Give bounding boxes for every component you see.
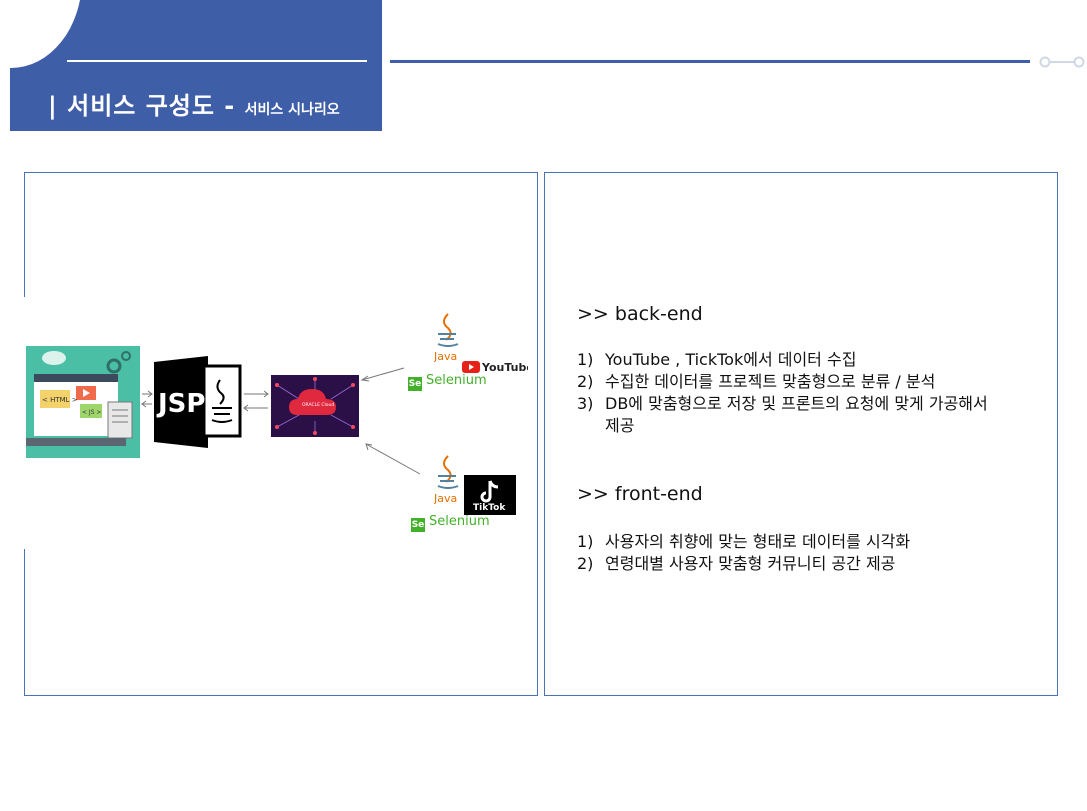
list-item: 2)수집한 데이터를 프로젝트 맞춤형으로 분류 / 분석 — [577, 372, 936, 391]
backend-list: 1)YouTube , TickTok에서 데이터 수집 2)수집한 데이터를 … — [577, 349, 1047, 437]
page-subtitle: 서비스 시나리오 — [244, 102, 340, 118]
list-item: 2)연령대별 사용자 맞춤형 커뮤니티 공간 제공 — [577, 554, 896, 573]
svg-text:< JS >: < JS > — [82, 409, 101, 416]
page-title: | 서비스 구성도 - 서비스 시나리오 — [48, 86, 340, 121]
web-frontend-illustration: < HTML > < JS > — [26, 346, 140, 458]
selenium-logo-bottom: Se Selenium — [411, 514, 491, 532]
frontend-heading: >> front-end — [577, 483, 703, 505]
svg-text:Java: Java — [434, 492, 457, 505]
top-divider-line — [390, 60, 1030, 63]
list-item: 1)사용자의 취향에 맞는 형태로 데이터를 시각화 — [577, 532, 911, 551]
tiktok-logo: TikTok — [464, 475, 516, 515]
selenium-logo-top: Se Selenium — [408, 373, 488, 391]
oracle-cloud-db: ORACLE Cloud — [271, 375, 359, 437]
selenium-label: Selenium — [426, 373, 487, 388]
java-icon: Java — [434, 455, 459, 505]
frontend-list: 1)사용자의 취향에 맞는 형태로 데이터를 시각화 2)연령대별 사용자 맞춤… — [577, 531, 1047, 575]
list-item: 3)DB에 맞춤형으로 저장 및 프론트의 요청에 맞게 가공해서 제공 — [577, 394, 988, 435]
youtube-icon: YouTube — [462, 361, 534, 374]
selenium-label: Selenium — [429, 514, 490, 529]
connector-icon — [1039, 56, 1085, 68]
jsp-icon: JSP — [154, 356, 242, 448]
laptop-icon: < HTML > < JS > — [26, 351, 133, 446]
selenium-icon: Se — [411, 518, 425, 532]
page-title-main: | 서비스 구성도 - — [48, 92, 236, 120]
svg-text:Java: Java — [434, 350, 457, 363]
cloud-icon: ORACLE Cloud — [275, 377, 355, 435]
header-banner: | 서비스 구성도 - 서비스 시나리오 — [10, 0, 382, 131]
selenium-icon: Se — [408, 377, 422, 391]
youtube-logo: YouTube — [462, 359, 534, 375]
svg-text:< HTML >: < HTML > — [42, 396, 78, 404]
java-icon: Java — [434, 313, 459, 363]
list-item: 1)YouTube , TickTok에서 데이터 수집 — [577, 350, 857, 369]
svg-text:YouTube: YouTube — [481, 361, 528, 374]
tiktok-icon: TikTok — [473, 480, 506, 513]
header-decor-circle — [10, 0, 82, 68]
svg-text:ORACLE Cloud: ORACLE Cloud — [302, 402, 334, 408]
description-panel: >> back-end 1)YouTube , TickTok에서 데이터 수집… — [544, 172, 1058, 696]
backend-heading: >> back-end — [577, 303, 703, 325]
svg-text:JSP: JSP — [156, 389, 205, 419]
header-divider — [67, 60, 367, 62]
svg-text:TikTok: TikTok — [473, 503, 506, 513]
